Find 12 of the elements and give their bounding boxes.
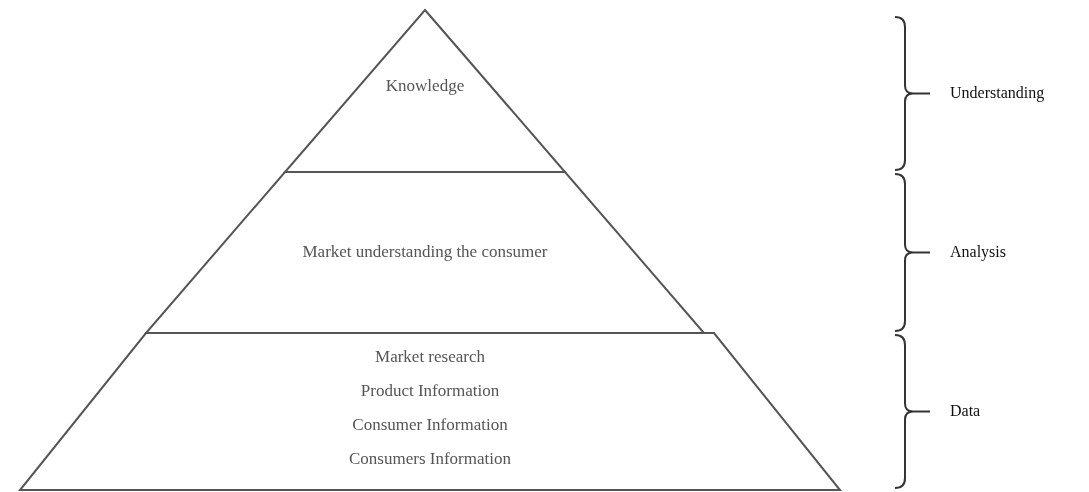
layer-text: Consumers Information	[349, 449, 511, 469]
layer-text: Market research	[375, 347, 485, 367]
layer-text: Market understanding the consumer	[302, 242, 548, 262]
layer-text: Consumer Information	[352, 415, 508, 435]
pyramid-layer	[20, 333, 840, 490]
layer-text: Product Information	[360, 381, 500, 401]
level-label: Data	[950, 401, 981, 420]
level-label: Analysis	[950, 242, 1006, 261]
pyramid-layer	[146, 172, 704, 333]
pyramid-layer	[285, 10, 565, 172]
layer-text: Knowledge	[385, 76, 465, 96]
level-label: Understanding	[950, 83, 1045, 102]
